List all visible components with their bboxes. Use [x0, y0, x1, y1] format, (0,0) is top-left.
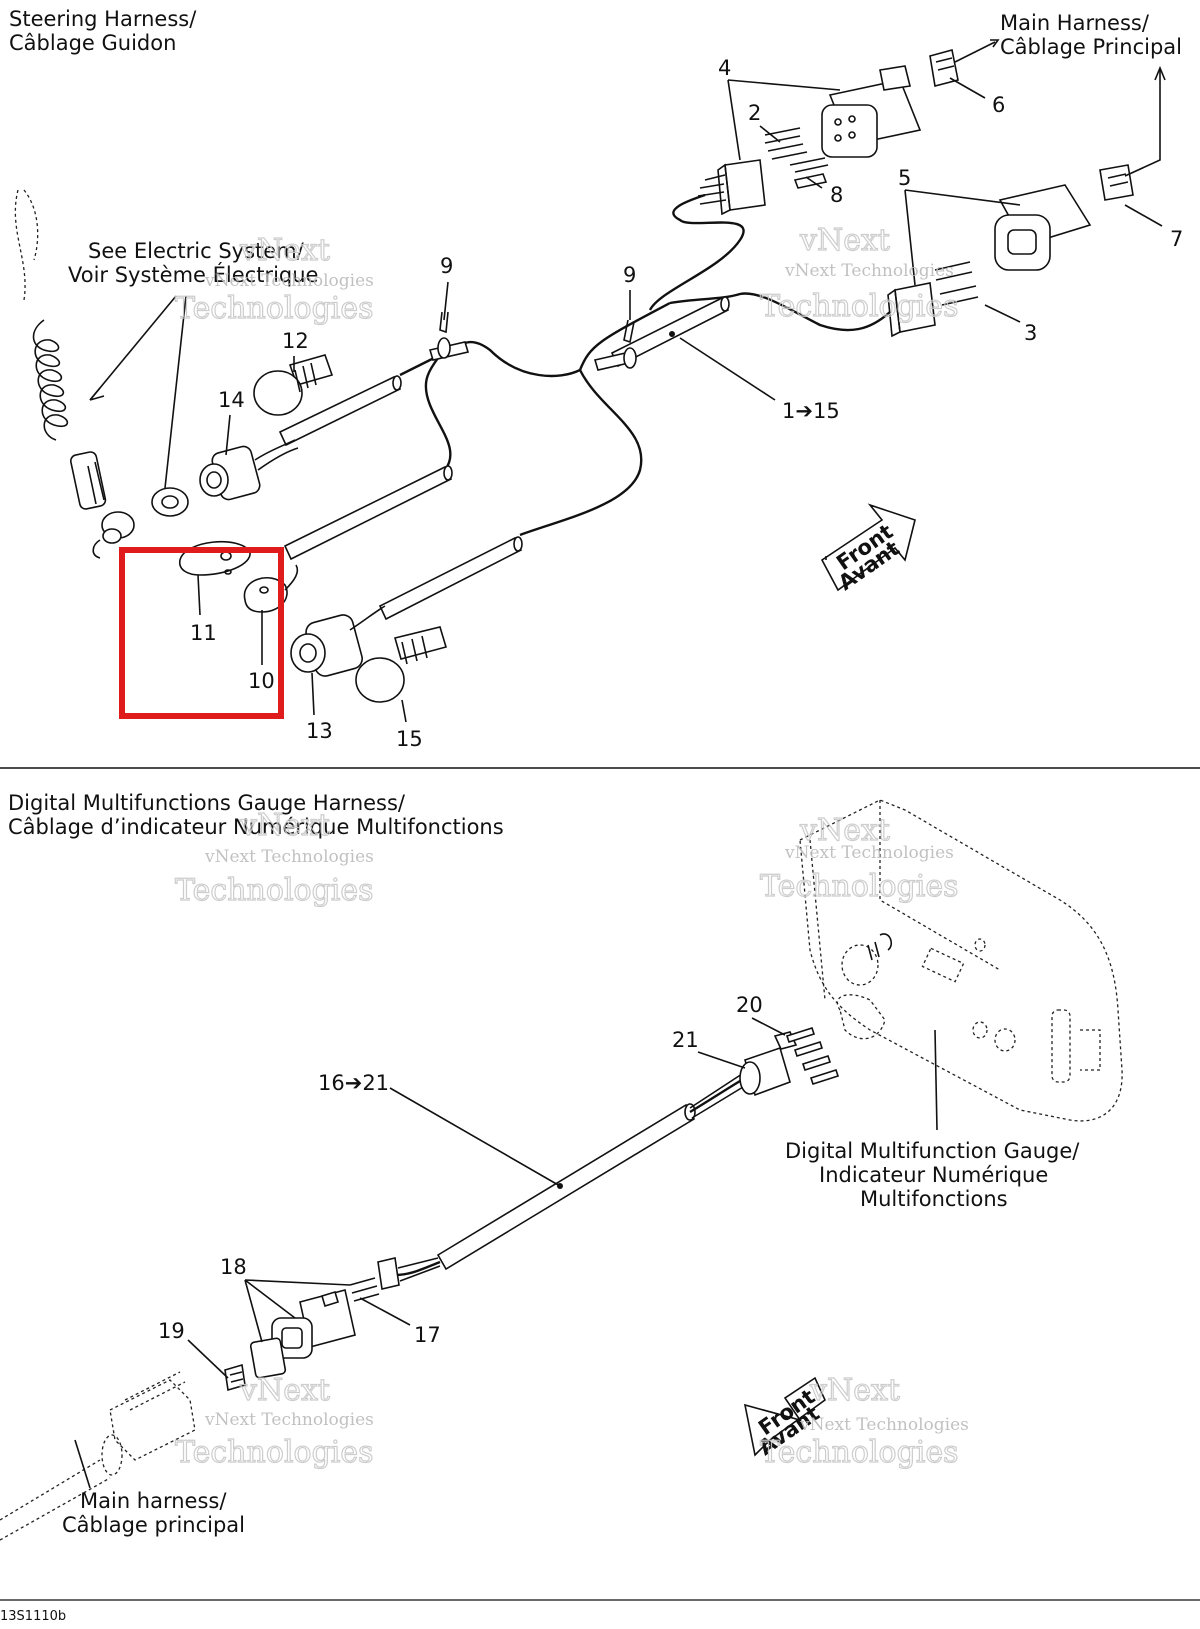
watermark-text: vNext Technologies: [204, 847, 374, 867]
callout-18: 18: [220, 1255, 247, 1279]
callout-3: 3: [1024, 321, 1037, 345]
harness-sleeves: [278, 296, 730, 621]
callout-1-15: 1➔15: [782, 399, 840, 423]
main-harness-label-line2: Câblage Principal: [1000, 35, 1182, 59]
callout-17: 17: [414, 1323, 441, 1347]
connector-4: [697, 65, 922, 216]
terminals-20: [785, 1026, 840, 1086]
callout-8: 8: [830, 183, 843, 207]
watermark-top-left: vNext vNext Technologies Technologies: [174, 232, 374, 326]
digital-gauge-illustration: [799, 799, 1123, 1122]
callout-10: 10: [248, 669, 275, 693]
watermark-text: Technologies: [760, 1435, 959, 1470]
connector-17: [349, 1257, 400, 1302]
switch-14: [199, 439, 299, 501]
switch-13: [290, 605, 386, 677]
watermark-bottom-right: vNext vNext Technologies Technologies: [759, 1372, 969, 1470]
watermark-text: vNext: [799, 813, 890, 848]
leader-see-electric-1: [89, 295, 177, 401]
watermark-text: Technologies: [760, 869, 959, 904]
callout-12: 12: [282, 329, 309, 353]
callout-20: 20: [736, 993, 763, 1017]
main-harness-bottom-line1: Main harness/: [80, 1489, 227, 1513]
steering-harness-wires: [399, 193, 891, 537]
gauge-label-line3: Multifonctions: [860, 1187, 1008, 1211]
wedge-19: [224, 1363, 246, 1392]
steering-harness-title-line2: Câblage Guidon: [9, 31, 176, 55]
gauge-label-line2: Indicateur Numérique: [819, 1163, 1048, 1187]
gauge-cable: [394, 1071, 749, 1282]
callout-21: 21: [672, 1028, 699, 1052]
callout-14: 14: [218, 388, 245, 412]
callout-9-left: 9: [440, 254, 453, 278]
watermark-text: vNext Technologies: [204, 271, 374, 291]
steering-harness-section: Steering Harness/ Câblage Guidon Main Ha…: [9, 7, 1183, 751]
top-leader-lines: [197, 77, 1163, 723]
callout-7: 7: [1170, 227, 1183, 251]
watermark-text: vNext Technologies: [784, 261, 954, 281]
watermark-text: vNext: [239, 233, 330, 268]
connector-18: [249, 1289, 356, 1379]
steering-harness-title-line1: Steering Harness/: [9, 7, 197, 31]
callout-5: 5: [898, 166, 911, 190]
main-harness-connector: [0, 1371, 196, 1541]
watermark-text: vNext: [239, 808, 330, 843]
watermark-text: Technologies: [760, 289, 959, 324]
watermark-text: vNext Technologies: [204, 1410, 374, 1430]
watermark-text: vNext: [799, 223, 890, 258]
cable-tie-9-right: [593, 319, 637, 371]
tether-cord-illustration: [14, 189, 189, 559]
callout-15: 15: [396, 727, 423, 751]
see-electric-label-line2: Voir Système Électrique: [68, 262, 318, 287]
watermark-bottom-left: vNext vNext Technologies Technologies: [174, 1372, 374, 1470]
watermark-text: Technologies: [175, 1435, 374, 1470]
figure-code: 13S1110b: [0, 1609, 66, 1624]
leader-main-harness-bottom: [74, 1439, 91, 1489]
watermark-text: vNext Technologies: [799, 1415, 969, 1435]
cap-15: [355, 626, 448, 703]
cap-12: [253, 354, 334, 416]
watermark-text: vNext Technologies: [784, 843, 954, 863]
main-harness-bottom-line2: Câblage principal: [62, 1513, 245, 1537]
watermark-text: vNext: [239, 1373, 330, 1408]
watermark-text: Technologies: [175, 291, 374, 326]
watermark-top-right: vNext vNext Technologies Technologies: [759, 222, 959, 324]
callout-16-21: 16➔21: [318, 1071, 389, 1095]
callout-2: 2: [748, 101, 761, 125]
gauge-harness-section: Digital Multifunctions Gauge Harness/ Câ…: [0, 791, 1123, 1541]
callout-6: 6: [992, 93, 1005, 117]
connector-21: [739, 1031, 798, 1097]
gauge-harness-title-line2: Câblage d’indicateur Numérique Multifonc…: [8, 815, 504, 839]
main-harness-label-line1: Main Harness/: [1000, 11, 1150, 35]
gauge-label-line1: Digital Multifunction Gauge/: [785, 1139, 1080, 1163]
watermark-mid-right: vNext vNext Technologies Technologies: [759, 812, 959, 904]
callout-4: 4: [718, 56, 731, 80]
callout-11: 11: [190, 621, 217, 645]
connector-5: [887, 65, 1166, 338]
gauge-harness-title-line1: Digital Multifunctions Gauge Harness/: [8, 791, 406, 815]
bottom-leader-lines: [187, 1017, 938, 1379]
leader-see-electric-2: [164, 295, 187, 489]
watermark-text: Technologies: [175, 873, 374, 908]
wedge-lock-6: [929, 39, 1000, 87]
watermark-text: vNext: [809, 1373, 900, 1408]
callout-13: 13: [306, 719, 333, 743]
highlight-box: [119, 547, 284, 719]
callout-19: 19: [158, 1319, 185, 1343]
rubber-cap-10: [243, 564, 299, 613]
callout-9-right: 9: [623, 263, 636, 287]
cable-tie-9-left: [428, 311, 470, 361]
watermark-mid-left: vNext vNext Technologies Technologies: [174, 807, 374, 908]
rubber-cap-11: [178, 540, 251, 576]
front-arrow-top: Front Avant: [820, 503, 916, 595]
see-electric-label-line1: See Electric System/: [88, 239, 305, 263]
